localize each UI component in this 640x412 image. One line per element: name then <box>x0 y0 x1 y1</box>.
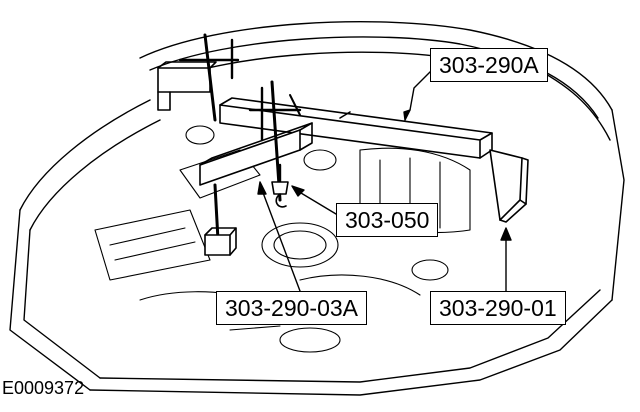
left-support-tower <box>157 33 240 122</box>
leader-lines <box>257 65 512 292</box>
front-fixture <box>199 80 313 256</box>
front-bumper-outline <box>9 99 625 396</box>
lifting-hook <box>271 163 289 208</box>
label-303-290-03A: 303-290-03A <box>216 291 367 325</box>
label-303-050: 303-050 <box>336 203 439 237</box>
support-beam <box>219 97 493 159</box>
right-leg-bracket <box>489 149 529 223</box>
label-303-290A: 303-290A <box>430 48 548 82</box>
figure-id: E0009372 <box>2 378 85 398</box>
label-303-290-01: 303-290-01 <box>430 291 566 325</box>
